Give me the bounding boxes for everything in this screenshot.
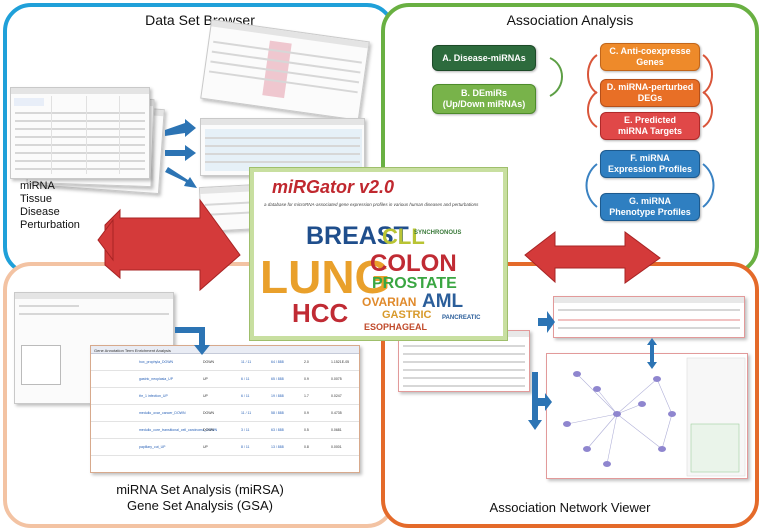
word-lung: LUNG	[260, 251, 391, 303]
network-query-window	[553, 296, 745, 338]
association-title: Association Analysis	[506, 12, 634, 28]
association-table-window	[398, 330, 530, 392]
category-tissue: Tissue	[20, 193, 52, 205]
logo-subtitle: a database for microRNA-associated gene …	[264, 202, 479, 207]
gsa-results-table: Gene Annotation Term Enrichment Analysis…	[90, 345, 360, 473]
browser-thumb-front	[10, 87, 150, 179]
browser-title: Data Set Browser	[145, 12, 255, 28]
word-cll: CLL	[382, 224, 425, 249]
word-ovarian: OVARIAN	[362, 295, 417, 309]
table-row: medullo_core_transitional_cell_carcinoma…	[91, 422, 359, 439]
word-hcc: HCC	[292, 298, 349, 328]
browser-result-window-2	[200, 118, 365, 176]
category-disease: Disease	[20, 206, 60, 218]
word-esophageal: ESOPHAGEAL	[364, 322, 428, 332]
word-aml: AML	[422, 291, 464, 312]
network-viewer-title: Association Network Viewer	[489, 500, 651, 515]
network-graph-window	[546, 353, 748, 479]
category-perturbation: Perturbation	[20, 219, 80, 231]
mirgator-logo: miRGator v2.0 a database for microRNA-as…	[250, 168, 507, 340]
word-pancreatic: PANCREATIC	[442, 315, 481, 321]
browser-category-list: miRNA Tissue Disease Perturbation	[20, 180, 80, 232]
word-prostate: PROSTATE	[372, 275, 457, 292]
network-graph	[563, 357, 746, 477]
gsa-table-header: Gene Annotation Term Enrichment Analysis	[91, 346, 359, 354]
box-disease-mirnas: A. Disease-miRNAs	[432, 45, 536, 71]
category-mirna: miRNA	[20, 180, 55, 192]
box-demirs: B. DEmiRs(Up/Down miRNAs)	[432, 84, 536, 114]
word-synchronous: SYNCHRONOUS	[414, 230, 462, 236]
logo-title: miRGator v2.0	[272, 177, 395, 197]
word-breast: BREAST	[306, 222, 409, 250]
word-colon: COLON	[370, 250, 457, 277]
set-analysis-title: miRNA Set Analysis (miRSA) Gene Set Anal…	[116, 482, 284, 513]
word-gastric: GASTRIC	[382, 309, 432, 321]
